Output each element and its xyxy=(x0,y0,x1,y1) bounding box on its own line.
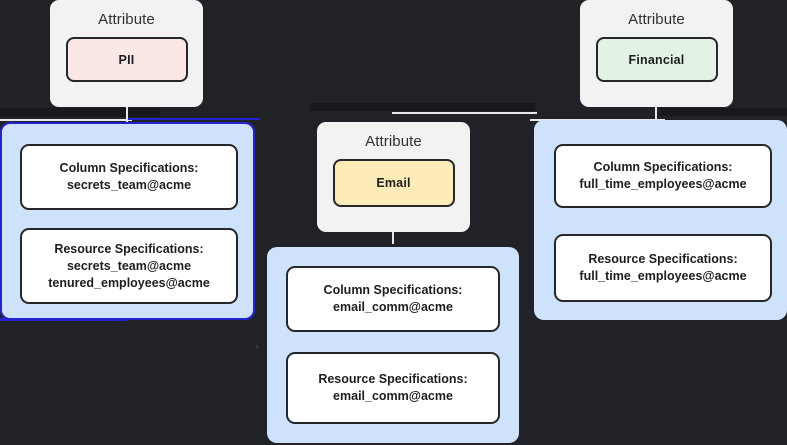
attribute-card-pii[interactable]: Attribute PII xyxy=(50,0,203,107)
spec-box-column-fulltime[interactable]: Column Specifications: full_time_employe… xyxy=(554,144,772,208)
spec-line: secrets_team@acme xyxy=(66,258,192,273)
attribute-chip-financial[interactable]: Financial xyxy=(595,37,718,82)
spec-line: full_time_employees@acme xyxy=(579,177,747,191)
attribute-chip-label: Email xyxy=(376,176,411,190)
spec-line: Column Specifications: xyxy=(323,283,463,297)
spec-line: Column Specifications: xyxy=(59,161,199,175)
spec-line: Resource Specifications: xyxy=(318,372,468,386)
spec-box-column-email[interactable]: Column Specifications: email_comm@acme xyxy=(286,266,500,332)
spec-line: email_comm@acme xyxy=(333,300,453,314)
spec-line: secrets_team@acme xyxy=(66,178,192,192)
attribute-card-email[interactable]: Attribute Email xyxy=(317,122,470,232)
attribute-chip-label: Financial xyxy=(628,52,685,67)
spec-line: email_comm@acme xyxy=(333,389,453,403)
spec-box-resource-email[interactable]: Resource Specifications: email_comm@acme xyxy=(286,352,500,424)
edge-shadow-left xyxy=(0,108,160,117)
spec-group-email[interactable]: Column Specifications: email_comm@acme R… xyxy=(267,247,519,443)
edge-pii-to-secrets xyxy=(126,106,128,122)
selection-underline-secrets xyxy=(0,318,127,321)
spec-group-fulltime[interactable]: Column Specifications: full_time_employe… xyxy=(534,120,787,320)
edge-shadow-top-mid xyxy=(310,103,535,111)
spec-line: full_time_employees@acme xyxy=(579,269,747,283)
edge-rail-left xyxy=(0,119,132,121)
spec-box-resource-secrets[interactable]: Resource Specifications: secrets_team@ac… xyxy=(20,228,238,304)
selection-overline-secrets xyxy=(128,118,260,120)
spec-group-secrets[interactable]: Column Specifications: secrets_team@acme… xyxy=(0,122,255,320)
edge-email-to-emailgroup xyxy=(392,228,394,244)
spec-line: Column Specifications: xyxy=(593,160,733,174)
spec-box-column-secrets[interactable]: Column Specifications: secrets_team@acme xyxy=(20,144,238,210)
attribute-card-title: Attribute xyxy=(628,11,685,28)
attribute-chip-email[interactable]: Email xyxy=(332,159,455,207)
chevron-right-icon: › xyxy=(255,340,260,353)
edge-shadow-right xyxy=(660,108,787,116)
spec-box-resource-fulltime[interactable]: Resource Specifications: full_time_emplo… xyxy=(554,234,772,302)
spec-line: Resource Specifications: xyxy=(588,252,738,266)
attribute-chip-pii[interactable]: PII xyxy=(65,37,188,82)
edge-rail-center xyxy=(392,112,537,114)
attribute-card-title: Attribute xyxy=(98,11,155,28)
spec-line: tenured_employees@acme xyxy=(48,275,210,290)
edge-financial-to-fulltime xyxy=(655,106,657,122)
attribute-card-financial[interactable]: Attribute Financial xyxy=(580,0,733,107)
spec-line: Resource Specifications: xyxy=(54,241,204,256)
attribute-card-title: Attribute xyxy=(365,133,422,150)
attribute-chip-label: PII xyxy=(118,52,135,67)
